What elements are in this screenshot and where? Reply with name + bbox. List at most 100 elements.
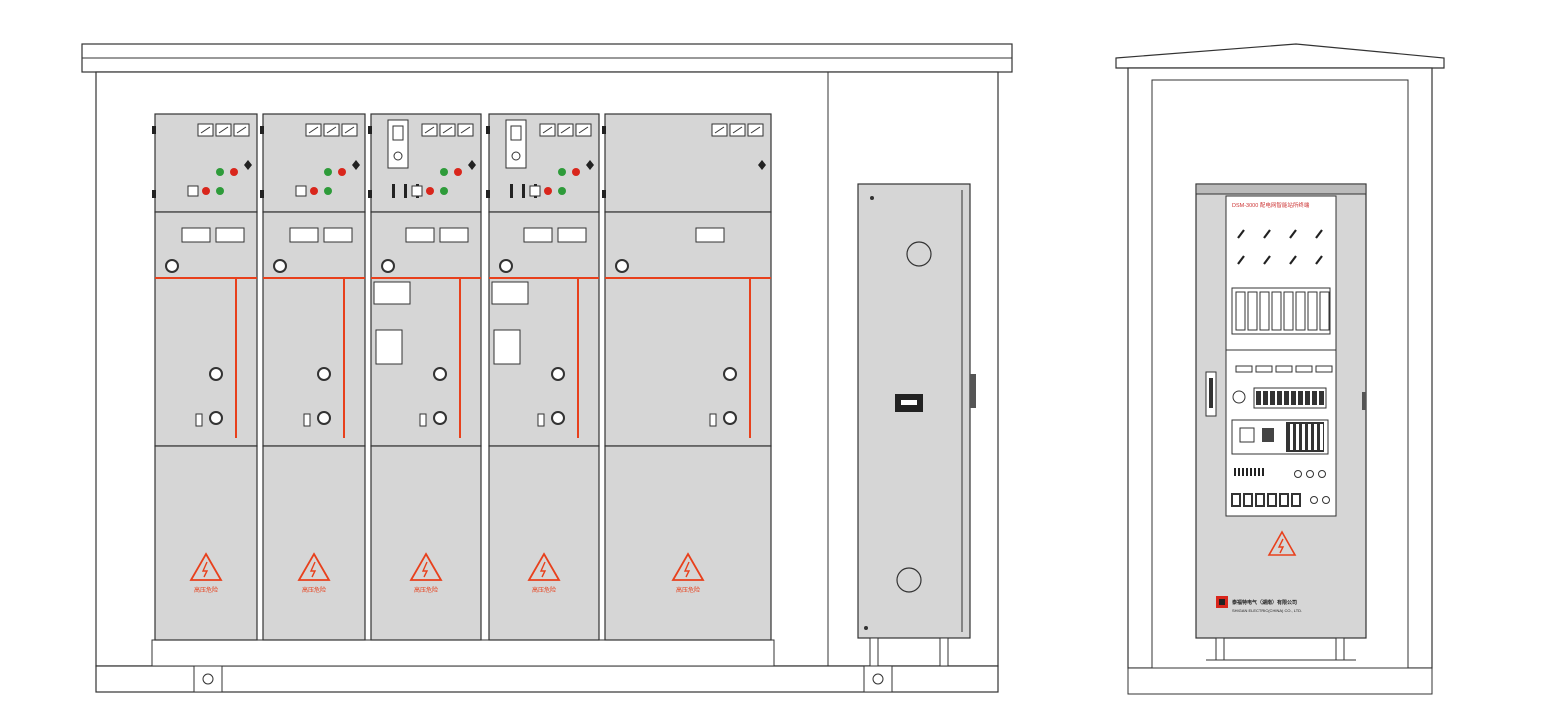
battery-cell [1235, 291, 1246, 331]
control-switch [1291, 493, 1301, 507]
indicator-red [230, 168, 238, 176]
base-bolt-right [872, 673, 884, 685]
module [1255, 365, 1273, 373]
module [1315, 365, 1333, 373]
indicator-green [558, 187, 566, 195]
pressure-gauge [439, 227, 469, 243]
label-card [375, 329, 403, 365]
warning-triangle-icon [297, 552, 331, 581]
terminal [1277, 391, 1282, 405]
terminal [1312, 391, 1317, 405]
terminal [1234, 468, 1236, 476]
indicator-red [202, 187, 210, 195]
cabinet-4: 高压危险 [486, 113, 600, 641]
earthing-switch [723, 367, 737, 381]
control-switch [1243, 493, 1253, 507]
dtu-breaker-grid [1237, 229, 1323, 265]
base-bolt-left [202, 673, 214, 685]
cabinet-bottom-panel [154, 445, 258, 641]
cabinet-2: 高压危险 [260, 113, 366, 641]
terminal [1250, 468, 1252, 476]
warning-triangle-icon [189, 552, 223, 581]
pressure-gauge [289, 227, 319, 243]
dtu-control-rows [1231, 468, 1330, 507]
warning-triangle-icon [409, 552, 443, 581]
company-name-en: SHIGAN ELECTRIC(CHINA) CO., LTD. [1232, 608, 1302, 613]
side-cabinet [857, 183, 976, 667]
dtu-roof [1115, 43, 1445, 69]
disconnector [433, 411, 447, 425]
operating-knob [499, 259, 513, 273]
pressure-gauge [557, 227, 587, 243]
side-cabinet-port-top [906, 241, 932, 267]
warning-label: 高压危险 [302, 586, 326, 594]
indicator-green [440, 168, 448, 176]
enclosure-base [95, 665, 999, 693]
warning-label: 高压危险 [532, 586, 556, 594]
dtu-model-label: DSM-3000 配电网智能站所终端 [1232, 201, 1310, 209]
terminal [1262, 468, 1264, 476]
breaker [1289, 229, 1297, 239]
key-lock [586, 160, 594, 170]
dtu-viewing-window [1225, 195, 1337, 517]
warning-triangle-icon [1267, 530, 1297, 556]
indicator-green [216, 168, 224, 176]
indicator-red [338, 168, 346, 176]
pressure-gauge [695, 227, 725, 243]
breaker [1237, 229, 1245, 239]
control-switch [1279, 493, 1289, 507]
control-switch [1231, 493, 1241, 507]
module [1235, 365, 1253, 373]
indicator-red [310, 187, 318, 195]
battery-cell [1307, 291, 1318, 331]
dtu-enclosure: DSM-3000 配电网智能站所终端 泰 [1115, 43, 1445, 695]
battery-cell [1319, 291, 1330, 331]
indicator-green [324, 168, 332, 176]
terminal [1246, 468, 1248, 476]
indicator-green [324, 187, 332, 195]
side-cabinet-port-bottom [896, 567, 922, 593]
terminal [1258, 468, 1260, 476]
breaker [1289, 255, 1297, 265]
key-lock [468, 160, 476, 170]
cabinet-mid-panel [488, 211, 600, 447]
key-lock [758, 160, 766, 170]
indicator-red [544, 187, 552, 195]
earthing-switch [317, 367, 331, 381]
cabinet-mid-panel [154, 211, 258, 447]
terminal [1305, 391, 1310, 405]
indicator-green [440, 187, 448, 195]
terminal [1298, 391, 1303, 405]
control-switch [1267, 493, 1277, 507]
indicator-red [572, 168, 580, 176]
cabinet-top-panel [604, 113, 772, 213]
warning-triangle-icon [671, 552, 705, 581]
pressure-gauge [181, 227, 211, 243]
terminal [1284, 391, 1289, 405]
terminal [1263, 391, 1268, 405]
indicator-green [216, 187, 224, 195]
terminal [1270, 391, 1275, 405]
dtu-module-row [1235, 365, 1333, 373]
cabinet-bottom-panel [370, 445, 482, 641]
pilot-light [1310, 496, 1318, 504]
cabinet-1: 高压危险 [152, 113, 258, 641]
breaker [1263, 229, 1271, 239]
indicator-red [426, 187, 434, 195]
key-lock [352, 160, 360, 170]
cabinet-bottom-panel [262, 445, 366, 641]
terminal [1242, 468, 1244, 476]
breaker [1237, 255, 1245, 265]
earthing-switch [551, 367, 565, 381]
cabinet-3: 高压危险 [368, 113, 482, 641]
pilot-light [1318, 470, 1326, 478]
cabinet-bottom-panel [604, 445, 772, 641]
control-switch [1255, 493, 1265, 507]
relay-unit [491, 281, 529, 305]
disconnector [551, 411, 565, 425]
selector-switch [529, 185, 541, 197]
relay-unit [373, 281, 411, 305]
operating-knob [615, 259, 629, 273]
terminal [1238, 468, 1240, 476]
warning-label: 高压危险 [414, 586, 438, 594]
